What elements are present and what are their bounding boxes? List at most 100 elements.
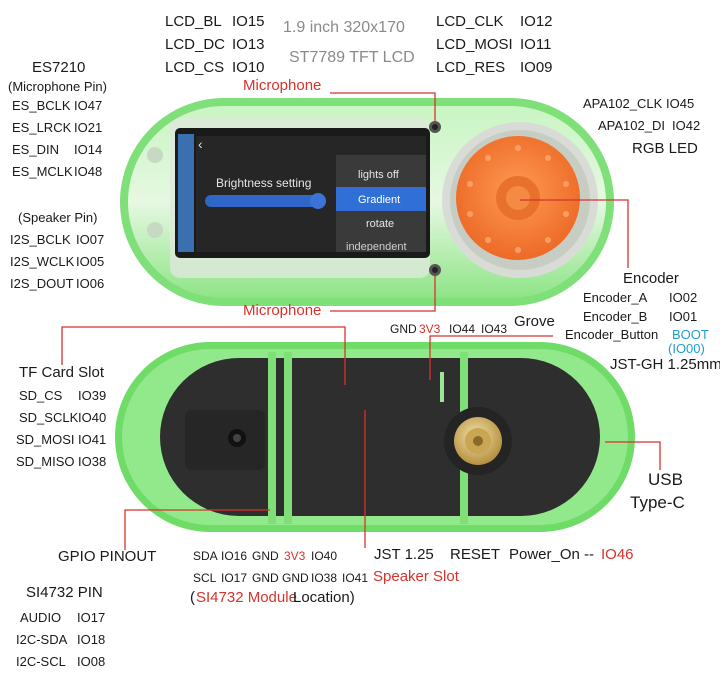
si-module-location: Location) (293, 589, 355, 606)
microphone-hole-bottom (429, 264, 441, 276)
reset-label: RESET (450, 546, 501, 563)
microphone-bottom-leader (330, 276, 436, 312)
si4732-scl-io: IO08 (77, 654, 106, 669)
apa102-clk-io: IO45 (666, 96, 695, 111)
sd-sclk-label: SD_SCLK (19, 410, 79, 425)
lcd-res-label: LCD_RES (436, 59, 506, 76)
bottom-io16: IO16 (221, 549, 248, 563)
apa102-di-io: IO42 (672, 118, 701, 133)
lcd-res-io: IO09 (520, 59, 553, 76)
usb-leader (605, 441, 661, 470)
es-mclk-io: IO48 (74, 164, 103, 179)
lcd-clk-io: IO12 (520, 13, 553, 30)
encoder-a-io: IO02 (669, 290, 698, 305)
grove-io43: IO43 (481, 322, 508, 336)
es-din-label: ES_DIN (12, 142, 59, 157)
tf-card-leader (61, 326, 346, 385)
lcd-dc-label: LCD_DC (165, 36, 226, 53)
sd-cs-io: IO39 (78, 388, 107, 403)
encoder-button-io00: (IO00) (668, 341, 705, 356)
tf-card-title: TF Card Slot (19, 364, 105, 381)
menu-item-independent: independent (346, 241, 407, 251)
i2s-bclk-io: IO07 (76, 232, 105, 247)
i2s-dout-io: IO06 (76, 276, 105, 291)
es-lrck-io: IO21 (74, 120, 103, 135)
apa102-clk-label: APA102_CLK (583, 96, 663, 111)
i2s-wclk-label: I2S_WCLK (10, 254, 75, 269)
sd-mosi-io: IO41 (78, 432, 107, 447)
tf-card-slot (228, 429, 246, 447)
speaker-slot-label: Speaker Slot (373, 568, 459, 585)
bottom-io17: IO17 (221, 571, 248, 585)
bottom-sda: SDA (193, 549, 218, 563)
bottom-gnd-c: GND (282, 571, 309, 585)
si4732-audio-io: IO17 (77, 610, 106, 625)
es7210-title: ES7210 (32, 59, 86, 76)
menu-item-rotate: rotate (366, 218, 395, 230)
si4732-sda-io: IO18 (77, 632, 106, 647)
grove-io44: IO44 (449, 322, 476, 336)
lcd-title-size: 1.9 inch 320x170 (283, 19, 405, 36)
lcd-screen (196, 136, 426, 252)
si4732-sda-label: I2C-SDA (16, 632, 68, 647)
microphone-bottom-label: Microphone (243, 302, 322, 319)
grove-gnd: GND (390, 322, 417, 336)
jst-125-label: JST 1.25 (374, 546, 434, 563)
si4732-scl-label: I2C-SCL (16, 654, 66, 669)
i2s-wclk-io: IO05 (76, 254, 105, 269)
device-bottom-view (115, 342, 635, 532)
encoder-leader (520, 199, 629, 268)
es-din-io: IO14 (74, 142, 103, 157)
grove-leader (429, 335, 553, 380)
bottom-3v3: 3V3 (284, 549, 306, 563)
microphone-top-leader (330, 92, 436, 121)
menu-item-gradient: Gradient (358, 194, 401, 206)
sd-miso-io: IO38 (78, 454, 107, 469)
sd-cs-label: SD_CS (19, 388, 63, 403)
es7210-subtitle: (Microphone Pin) (8, 79, 107, 94)
sma-antenna-connector (444, 407, 512, 475)
speaker-pin-title: (Speaker Pin) (18, 210, 98, 225)
lcd-cs-io: IO10 (232, 59, 265, 76)
i2s-bclk-label: I2S_BCLK (10, 232, 71, 247)
lcd-clk-label: LCD_CLK (436, 13, 504, 30)
bottom-io40: IO40 (311, 549, 338, 563)
lcd-dc-io: IO13 (232, 36, 265, 53)
si-module-name: SI4732 Module (196, 589, 297, 606)
bottom-gnd-b: GND (252, 571, 279, 585)
si4732-title: SI4732 PIN (26, 584, 103, 601)
lcd-title-driver: ST7789 TFT LCD (289, 49, 415, 66)
power-on-label: Power_On -- (509, 546, 595, 563)
rgb-led-title: RGB LED (632, 140, 698, 157)
sd-mosi-label: SD_MOSI (16, 432, 75, 447)
power-on-io: IO46 (601, 546, 634, 563)
lcd-mosi-label: LCD_MOSI (436, 36, 513, 53)
lcd-mosi-io: IO11 (520, 36, 552, 53)
si4732-audio-label: AUDIO (20, 610, 62, 625)
bottom-scl: SCL (193, 571, 217, 585)
bottom-io38: IO38 (311, 571, 338, 585)
encoder-b-io: IO01 (669, 309, 698, 324)
encoder-b-label: Encoder_B (583, 309, 648, 324)
microphone-hole-top (429, 121, 441, 133)
grove-title: Grove (514, 313, 555, 330)
usb-type-c-label: Type-C (630, 493, 685, 512)
apa102-di-label: APA102_DI (598, 118, 665, 133)
usb-label: USB (648, 470, 683, 489)
brightness-setting-label: Brightness setting (216, 176, 312, 190)
es-bclk-io: IO47 (74, 98, 103, 113)
microphone-top-label: Microphone (243, 77, 322, 94)
lcd-bl-label: LCD_BL (165, 13, 222, 30)
es-mclk-label: ES_MCLK (12, 164, 73, 179)
si-module-open: ( (190, 589, 195, 606)
grove-jst-label: JST-GH 1.25mm (610, 356, 720, 373)
es-lrck-label: ES_LRCK (12, 120, 72, 135)
encoder-title: Encoder (623, 270, 679, 287)
screen-back-icon: ‹ (198, 136, 203, 152)
menu-item-lights-off: lights off (358, 169, 399, 181)
grove-3v3: 3V3 (419, 322, 441, 336)
bottom-gnd-a: GND (252, 549, 279, 563)
es-bclk-label: ES_BCLK (12, 98, 71, 113)
